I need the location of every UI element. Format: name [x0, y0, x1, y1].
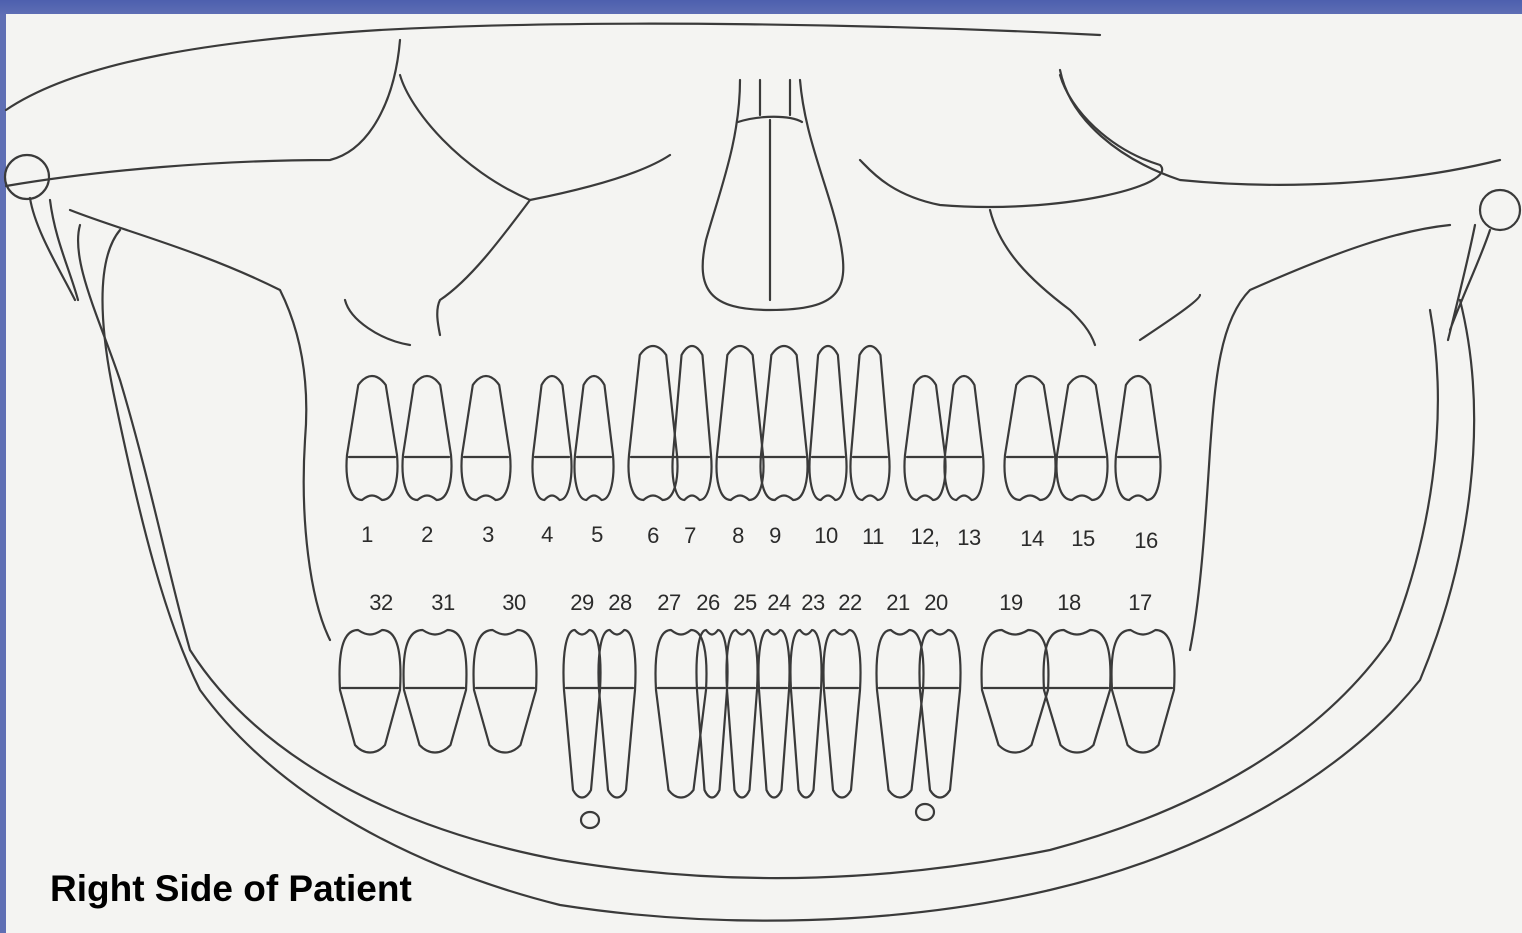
tooth-number: 9: [769, 523, 781, 549]
tooth-number: 12,: [910, 524, 939, 550]
tooth-number: 22: [838, 590, 861, 616]
zygomatic-left: [6, 40, 400, 186]
tooth-outline: [726, 630, 757, 798]
tooth-outline: [877, 630, 924, 798]
tooth-outline: [1116, 376, 1161, 500]
tooth-outline: [696, 630, 727, 798]
tooth-number: 21: [886, 590, 909, 616]
tooth-outline: [403, 376, 452, 500]
tooth-outline: [905, 376, 946, 500]
upper-teeth: [347, 346, 1161, 500]
tooth-outline: [629, 346, 678, 500]
tooth-outline: [574, 376, 613, 500]
tooth-outline: [462, 376, 511, 500]
ramus-left: [70, 210, 330, 640]
tooth-outline: [717, 346, 764, 500]
tooth-number: 20: [924, 590, 947, 616]
tooth-outline: [598, 630, 635, 798]
condyle-left-neck: [30, 198, 78, 300]
mental-foramen-left: [581, 812, 599, 828]
tooth-outline: [563, 630, 600, 798]
tooth-outline: [982, 630, 1049, 753]
tooth-outline: [347, 376, 398, 500]
tooth-outline: [850, 346, 889, 500]
orientation-label: Right Side of Patient: [50, 868, 412, 910]
tooth-outline: [474, 630, 537, 753]
tooth-number: 8: [732, 523, 744, 549]
tooth-outline: [1112, 630, 1175, 753]
tooth-number: 5: [591, 522, 603, 548]
tooth-outline: [404, 630, 467, 753]
jaw-outline-left-edge: [6, 24, 1100, 110]
tooth-number: 19: [999, 590, 1022, 616]
mandible-outer: [103, 230, 1475, 921]
tooth-outline: [920, 630, 961, 798]
condyle-right: [1480, 190, 1520, 230]
tooth-number: 11: [862, 524, 884, 550]
orbit-right: [860, 75, 1162, 207]
tooth-number: 24: [767, 590, 790, 616]
tooth-number: 1: [361, 522, 373, 548]
tooth-number: 28: [608, 590, 631, 616]
tooth-number: 32: [369, 590, 392, 616]
tooth-outline: [1057, 376, 1108, 500]
nasal-cavity: [703, 80, 844, 310]
orbit-left: [400, 75, 670, 200]
tooth-number: 23: [801, 590, 824, 616]
tooth-outline: [823, 630, 860, 798]
tooth-number: 26: [696, 590, 719, 616]
tooth-outline: [758, 630, 789, 798]
tooth-outline: [1005, 376, 1056, 500]
tooth-number: 14: [1020, 526, 1043, 552]
condyle-right-neck: [1448, 225, 1490, 340]
condyle-left: [5, 155, 49, 199]
tooth-outline: [672, 346, 711, 500]
zygomatic-right: [1060, 70, 1500, 185]
tooth-number: 3: [482, 522, 494, 548]
tooth-number: 16: [1134, 528, 1157, 554]
mandible-inner: [78, 225, 1438, 878]
tooth-number: 10: [814, 523, 837, 549]
tooth-number: 6: [647, 523, 659, 549]
sinus-right: [1140, 295, 1200, 340]
tooth-number: 2: [421, 522, 433, 548]
tooth-number: 29: [570, 590, 593, 616]
tooth-number: 31: [431, 590, 454, 616]
tooth-outline: [790, 630, 821, 798]
tooth-outline: [761, 346, 808, 500]
tooth-outline: [1044, 630, 1111, 753]
tooth-number: 25: [733, 590, 756, 616]
mental-foramen-right: [916, 804, 934, 820]
tooth-number: 18: [1057, 590, 1080, 616]
tooth-outline: [340, 630, 401, 753]
tooth-outline: [532, 376, 571, 500]
tooth-number: 30: [502, 590, 525, 616]
tooth-number: 17: [1128, 590, 1151, 616]
lower-teeth: [340, 630, 1175, 798]
tooth-number: 27: [657, 590, 680, 616]
tooth-number: 4: [541, 522, 553, 548]
tooth-number: 15: [1071, 526, 1094, 552]
tooth-number: 13: [957, 525, 980, 551]
ramus-right: [1190, 225, 1450, 650]
maxilla-left: [437, 200, 530, 335]
tooth-number: 7: [684, 523, 696, 549]
tooth-outline: [944, 376, 983, 500]
maxilla-right: [990, 210, 1095, 345]
sinus-left: [345, 300, 410, 345]
tooth-outline: [809, 346, 846, 500]
